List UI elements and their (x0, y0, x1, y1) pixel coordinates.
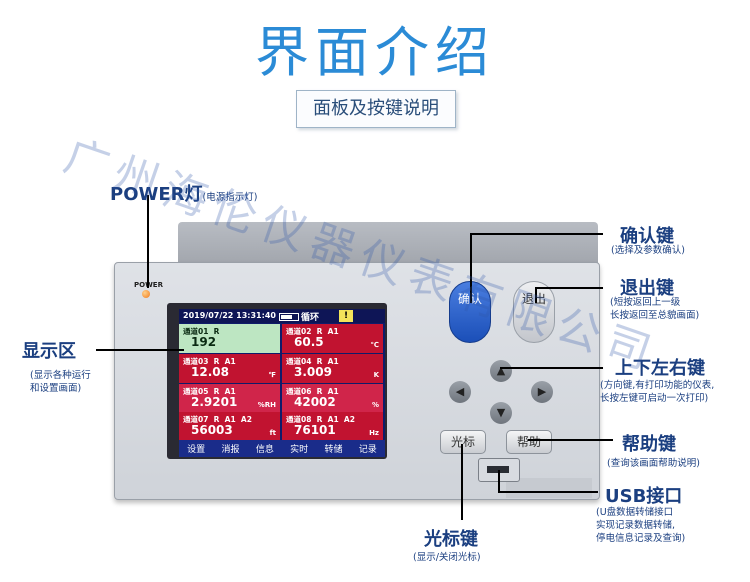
usb-callout-title: USB接口 (605, 486, 683, 507)
arrow-up-icon[interactable]: ▲ (490, 360, 512, 382)
direction-pad: ▲ ◀ ▶ ▼ (449, 360, 553, 424)
cursor-callout-title: 光标键 (424, 529, 478, 550)
display-screen: 2019/07/22 13:31:40 循环 ! 通道01 R 192 通道02… (179, 309, 385, 457)
subtitle-box: 面板及按键说明 (296, 90, 456, 128)
screen-status-bar: 2019/07/22 13:31:40 循环 ! (179, 309, 385, 323)
device-top-housing (178, 222, 598, 268)
menu-item-dump[interactable]: 转储 (324, 445, 343, 455)
exit-button[interactable]: 退出 (513, 281, 555, 343)
page-title: 界面介绍 (255, 21, 495, 84)
menu-item-clear-alarm[interactable]: 消报 (221, 445, 240, 455)
callout-line-display (96, 349, 184, 351)
arrows-callout-title: 上下左右键 (615, 358, 705, 379)
callout-line-power (147, 195, 149, 288)
callout-line-cursor (461, 444, 463, 520)
arrows-callout-note: (方向键,有打印功能的仪表,长按左键可启动一次打印) (600, 380, 715, 404)
callout-line-help (528, 439, 613, 441)
usb-callout-note: (U盘数据转储接口实现记录数据转储,停电信息记录及查询) (596, 507, 686, 544)
arrow-right-icon[interactable]: ▶ (531, 381, 553, 403)
callout-line-confirm (470, 233, 472, 303)
callout-line-confirm-h (470, 233, 603, 235)
channel-cell: 通道04 R A1 3.009 K (282, 354, 383, 383)
help-callout-note: (查询该画面帮助说明) (607, 458, 700, 469)
callout-line-usb (498, 470, 500, 492)
power-led-icon (142, 290, 150, 298)
confirm-callout-note: (选择及参数确认) (611, 245, 685, 256)
menu-item-realtime[interactable]: 实时 (290, 445, 309, 455)
arrow-left-icon[interactable]: ◀ (449, 381, 471, 403)
screen-datetime: 2019/07/22 13:31:40 (183, 311, 276, 320)
menu-item-settings[interactable]: 设置 (187, 445, 206, 455)
device-base (506, 478, 592, 498)
exit-callout-note: (短按返回上一级长按返回至总貌画面) (610, 297, 700, 321)
channel-cell: 通道05 R A1 2.9201 %RH (179, 384, 280, 413)
help-callout-title: 帮助键 (622, 434, 676, 455)
menu-item-info[interactable]: 信息 (255, 445, 274, 455)
confirm-callout-title: 确认键 (620, 226, 674, 247)
channel-cell: 通道02 R A1 60.5 ℃ (282, 324, 383, 353)
screen-menu-bar: 设置 消报 信息 实时 转储 记录 (179, 440, 385, 457)
channel-cell: 通道06 R A1 42002 % (282, 384, 383, 413)
cursor-button[interactable]: 光标 (440, 430, 486, 454)
display-callout-title: 显示区 (22, 341, 76, 362)
battery-icon (279, 313, 299, 321)
channel-cell: 通道01 R 192 (179, 324, 280, 353)
help-button[interactable]: 帮助 (506, 430, 552, 454)
callout-line-usb-h (498, 491, 598, 493)
channel-cell: 通道03 R A1 12.08 ℉ (179, 354, 280, 383)
power-callout: POWER灯(电源指示灯) (110, 184, 258, 205)
channel-cell: 通道07 R A1 A2 56003 ft (179, 412, 280, 441)
callout-line-exit-h (535, 287, 603, 289)
callout-line-exit (535, 287, 537, 303)
screen-mode: 循环 (301, 313, 320, 323)
menu-item-record[interactable]: 记录 (358, 445, 377, 455)
cursor-callout-note: (显示/关闭光标) (413, 552, 481, 563)
display-callout-note: (显示各种运行和设置画面) (30, 370, 91, 394)
warning-icon: ! (339, 310, 353, 322)
channel-cell: 通道08 R A1 A2 76101 Hz (282, 412, 383, 441)
callout-line-arrows (500, 367, 603, 369)
arrow-down-icon[interactable]: ▼ (490, 402, 512, 424)
exit-callout-title: 退出键 (620, 278, 674, 299)
